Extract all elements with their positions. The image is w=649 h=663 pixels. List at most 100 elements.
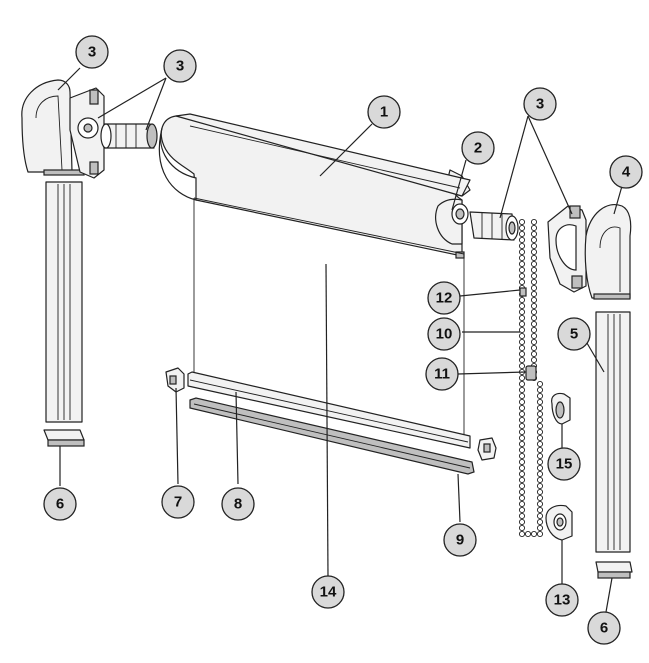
chain-bead	[530, 224, 538, 232]
callout-12: 12	[427, 281, 461, 315]
svg-text:3: 3	[176, 58, 184, 75]
svg-text:4: 4	[622, 164, 631, 181]
chain-bead	[518, 254, 526, 262]
callout-10: 10	[427, 317, 461, 351]
chain-bead	[530, 248, 538, 256]
chain-bead	[536, 464, 544, 472]
chain-bead	[518, 422, 526, 430]
chain-bead	[518, 356, 526, 364]
chain-bead	[518, 296, 526, 304]
chain-bead	[518, 518, 526, 526]
svg-text:14: 14	[320, 584, 337, 601]
chain-bead	[536, 494, 544, 502]
chain-bead	[518, 440, 526, 448]
chain-bead	[518, 242, 526, 250]
svg-text:3: 3	[536, 96, 544, 113]
chain-bead	[536, 488, 544, 496]
chain-bead	[518, 302, 526, 310]
callout-1: 1	[367, 95, 401, 129]
chain-bead	[530, 332, 538, 340]
chain-bead	[536, 428, 544, 436]
left-cover-cap	[21, 79, 85, 176]
chain-bead	[518, 530, 526, 538]
chain-bead	[524, 530, 532, 538]
right-bracket	[547, 205, 587, 293]
chain-bead	[530, 290, 538, 298]
chain-bead	[536, 398, 544, 406]
chain-bead	[518, 350, 526, 358]
svg-text:5: 5	[570, 326, 578, 343]
chain-bead	[536, 482, 544, 490]
chain-bead	[530, 266, 538, 274]
chain-bead	[518, 494, 526, 502]
right-side-channel	[595, 311, 631, 553]
chain-bead	[536, 386, 544, 394]
chain-bead	[518, 404, 526, 412]
chain-bead	[536, 530, 544, 538]
chain-bead	[530, 278, 538, 286]
chain-bead	[530, 242, 538, 250]
chain-bead	[530, 326, 538, 334]
svg-text:9: 9	[456, 532, 464, 549]
chain-bead	[518, 392, 526, 400]
callout-3-right: 3	[523, 87, 557, 121]
chain-bead	[518, 380, 526, 388]
svg-text:13: 13	[554, 592, 571, 609]
chain-bead	[530, 356, 538, 364]
chain-bead	[518, 248, 526, 256]
callout-5: 5	[557, 317, 591, 351]
chain-bead	[530, 236, 538, 244]
chain-bead	[518, 374, 526, 382]
chain-bead	[536, 440, 544, 448]
blind-fabric	[193, 197, 465, 440]
chain-bead	[518, 470, 526, 478]
chain-bead	[536, 500, 544, 508]
chain-bead	[536, 410, 544, 418]
chain-bead	[530, 302, 538, 310]
svg-text:3: 3	[88, 44, 96, 61]
chain-bead	[518, 416, 526, 424]
callout-15: 15	[547, 447, 581, 481]
chain-bead	[518, 224, 526, 232]
svg-text:15: 15	[556, 456, 573, 473]
chain-bead	[530, 530, 538, 538]
chain-bead	[518, 272, 526, 280]
chain-bead	[518, 446, 526, 454]
chain-bead	[536, 524, 544, 532]
chain-bead	[518, 326, 526, 334]
chain-bead	[530, 344, 538, 352]
chain-bead	[518, 398, 526, 406]
chain-bead	[518, 386, 526, 394]
chain-bead	[518, 476, 526, 484]
left-idler-end	[100, 123, 158, 149]
chain-bead	[518, 344, 526, 352]
chain-bead	[536, 416, 544, 424]
chain-stopper	[525, 365, 537, 381]
chain-bead	[518, 236, 526, 244]
callout-3-left-cap: 3	[75, 35, 109, 69]
svg-text:1: 1	[380, 104, 388, 121]
chain-bead	[536, 506, 544, 514]
callout-6-right: 6	[587, 611, 621, 645]
chain-bead	[536, 452, 544, 460]
chain-bead	[530, 218, 538, 226]
right-clutch-drive	[469, 211, 519, 241]
callout-6-left: 6	[43, 487, 77, 521]
right-end-cap	[595, 561, 633, 579]
chain-bead	[536, 470, 544, 478]
chain-bead	[518, 488, 526, 496]
chain-bead	[530, 254, 538, 262]
chain-tensioner	[545, 504, 573, 541]
chain-bead	[518, 410, 526, 418]
chain-bead	[518, 452, 526, 460]
chain-bead	[518, 260, 526, 268]
svg-text:6: 6	[56, 496, 64, 513]
chain-bead	[530, 314, 538, 322]
chain-bead	[518, 314, 526, 322]
chain-bead	[536, 446, 544, 454]
chain-bead	[518, 464, 526, 472]
chain-bead	[518, 524, 526, 532]
callout-8: 8	[221, 487, 255, 521]
roller-tube-cassette	[158, 113, 471, 259]
